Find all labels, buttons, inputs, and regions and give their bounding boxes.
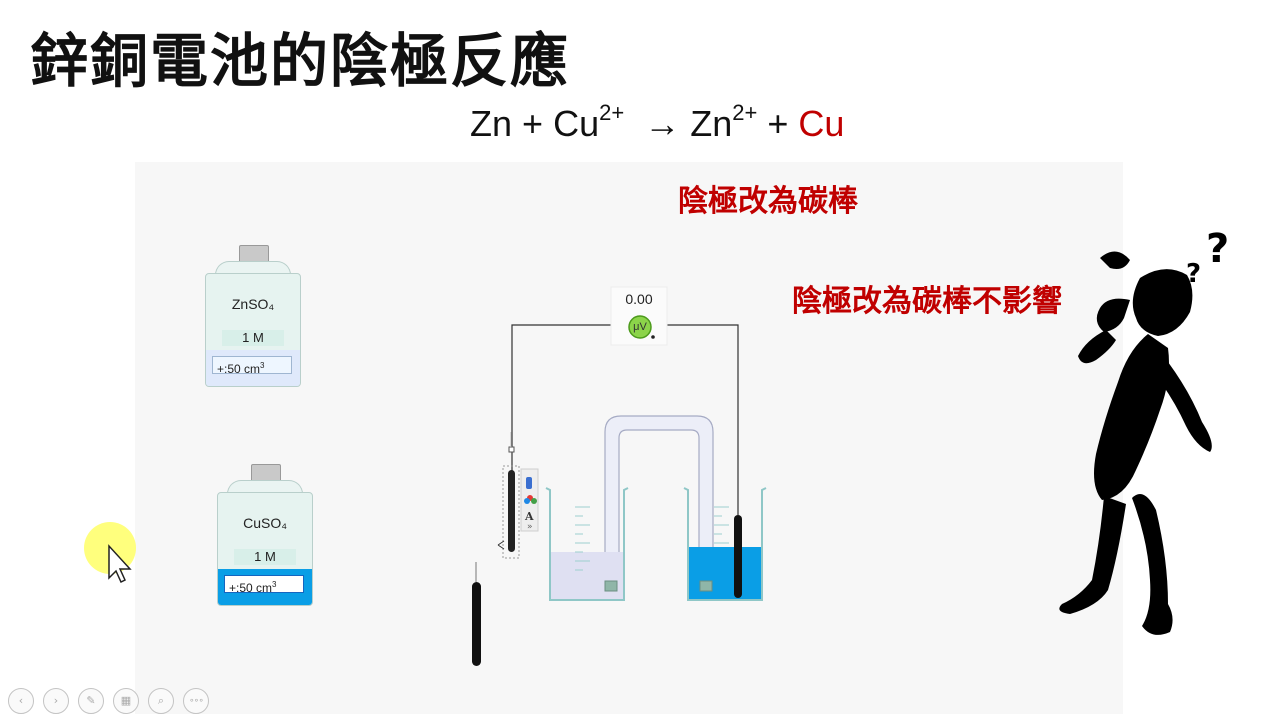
volume-input[interactable]: +:50 cm3	[212, 356, 292, 376]
more-options-button[interactable]: ∘∘∘	[183, 688, 209, 714]
volume-exponent: 3	[272, 580, 277, 589]
thinking-person-icon: ? ?	[1059, 226, 1229, 635]
zoom-icon[interactable]: ⌕	[148, 688, 174, 714]
eq-reactant-cu: Cu	[553, 103, 600, 144]
previous-slide-button[interactable]: ‹	[8, 688, 34, 714]
eq-plus-1: +	[522, 103, 544, 144]
cuso4-bottle[interactable]: CuSO₄ 1 M +:50 cm3	[217, 464, 313, 606]
voltmeter-reading: 0.00	[625, 291, 653, 307]
eq-arrow: →	[644, 103, 681, 144]
eq-reactant-cu-charge: 2+	[599, 100, 625, 125]
voltmeter-terminal	[651, 335, 655, 339]
left-beaker-scale	[575, 506, 590, 571]
volume-value: +:50 cm	[229, 581, 273, 595]
zinc-electrode	[508, 470, 515, 552]
bottle-formula: ZnSO₄	[231, 296, 275, 312]
bottle-concentration: 1 M	[222, 330, 284, 346]
note-cathode-carbon: 陰極改為碳棒	[678, 184, 858, 219]
pen-icon[interactable]: ✎	[78, 688, 104, 714]
salt-bridge-end-left	[604, 580, 618, 592]
svg-text:?: ?	[1186, 259, 1201, 289]
eq-reactant-zn: Zn	[470, 103, 513, 144]
right-beaker-solution	[688, 547, 762, 600]
rotate-icon	[497, 540, 505, 550]
wire-left	[511, 324, 630, 478]
svg-text:?: ?	[1206, 226, 1229, 272]
wire-right	[652, 324, 739, 515]
bottle-formula: CuSO₄	[243, 515, 287, 531]
eq-product-cu: Cu	[798, 103, 845, 144]
simulation-area[interactable]	[135, 162, 1123, 714]
volume-value: +:50 cm	[217, 362, 261, 376]
menu-expand-icon[interactable]: »	[527, 522, 533, 532]
volume-exponent: 3	[260, 361, 265, 370]
mouse-pointer-icon	[84, 522, 136, 584]
presentation-toolbar: ‹ › ✎ ▦ ⌕ ∘∘∘	[8, 688, 209, 714]
chemical-equation: Zn + Cu2+ → Zn2+ + Cu	[470, 100, 844, 145]
left-beaker-solution	[550, 552, 624, 600]
next-slide-button[interactable]: ›	[43, 688, 69, 714]
note-no-effect: 陰極改為碳棒不影響	[792, 284, 1062, 319]
bottle-body: ZnSO₄ 1 M +:50 cm3	[205, 273, 301, 387]
selected-electrode-frame	[502, 465, 520, 559]
voltmeter-icon	[628, 315, 652, 339]
bottle-body: CuSO₄ 1 M +:50 cm3	[217, 492, 313, 606]
slide-title: 鋅銅電池的陰極反應	[30, 27, 571, 95]
left-beaker	[545, 487, 629, 601]
eq-plus-2: +	[767, 103, 789, 144]
znso4-bottle[interactable]: ZnSO₄ 1 M +:50 cm3	[205, 245, 301, 387]
volume-input[interactable]: +:50 cm3	[224, 575, 304, 595]
bottle-concentration: 1 M	[234, 549, 296, 565]
thermometer-icon	[526, 477, 532, 489]
salt-bridge-end-right	[699, 580, 713, 592]
right-beaker	[683, 487, 767, 601]
voltmeter-unit[interactable]: μV	[633, 321, 647, 333]
eq-product-zn-charge: 2+	[732, 100, 758, 125]
loose-electrode	[472, 582, 481, 666]
slide-sorter-button[interactable]: ▦	[113, 688, 139, 714]
right-beaker-scale	[714, 506, 729, 544]
electrode-handle	[508, 446, 515, 453]
text-tool-icon[interactable]: A	[525, 510, 534, 523]
eq-product-zn: Zn	[690, 103, 733, 144]
carbon-electrode	[734, 515, 742, 598]
